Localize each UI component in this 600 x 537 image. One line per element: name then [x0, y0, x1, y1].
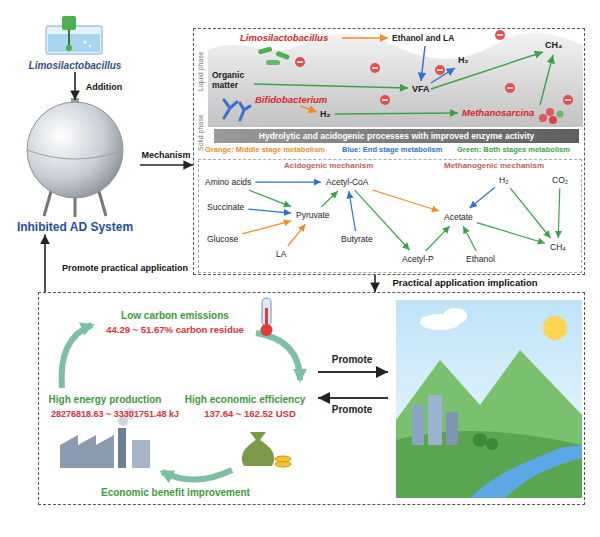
phase-label: Solid phase: [197, 114, 204, 151]
liquid-phase: [208, 32, 583, 127]
connector-arrow: [249, 190, 291, 206]
digester-sphere: [27, 98, 123, 217]
color-key: Blue: End stage metabolism: [342, 145, 442, 154]
node-title: Inhibited AD System: [10, 220, 140, 234]
connector-arrow: [463, 226, 476, 251]
landscape: [396, 300, 582, 498]
organism-name: Methanosarcina: [462, 107, 534, 118]
metabolite-name: Acetyl-CoA: [326, 177, 369, 187]
connector-arrow: [321, 191, 338, 207]
metabolite-node: Succinate: [205, 201, 246, 213]
connector-arrow: [288, 224, 306, 246]
connector-arrow: [558, 188, 560, 238]
benefit-title: High energy production: [49, 394, 162, 406]
pathway-box: Acidogenic mechanism Methanogenic mechani…: [198, 159, 582, 273]
metabolite-node: Pyruvate: [294, 209, 332, 221]
color-key: Orange: Middle stage metabolism: [205, 145, 325, 154]
connector-arrow: [373, 190, 440, 211]
metabolite-name: Glucose: [207, 234, 238, 244]
metabolite-name: Amino acids: [205, 177, 251, 187]
connector-arrow: [44, 234, 46, 292]
metabolite-name: Acetate: [444, 212, 473, 222]
connector-arrow: [242, 221, 291, 234]
thermometer-icon: [261, 298, 273, 336]
metabolite-node: Amino acids: [203, 176, 253, 188]
organism-name: Limosilactobacillus: [240, 32, 328, 43]
arrow-label: Promote: [332, 404, 373, 416]
connector-arrow: [510, 188, 550, 238]
panel-heading: Economic benefit improvement: [101, 487, 250, 499]
metabolite-node: Ethanol: [464, 253, 497, 265]
connector-arrow: [374, 275, 376, 292]
metabolite-node: Acetyl-CoA: [324, 176, 371, 188]
connector-arrow: [248, 209, 291, 213]
panel-heading: Methanogenic mechanism: [444, 161, 544, 171]
metabolite-node: CH₄: [548, 241, 568, 253]
metabolite-name: Pyruvate: [296, 210, 330, 220]
metabolite-name: Acetyl-P: [402, 254, 434, 264]
benefit-title: Low carbon emissions: [121, 310, 229, 322]
metabolite-name: Butyrate: [341, 234, 373, 244]
benefit-value: 28276818.63 ~ 33301751.48 kJ: [51, 409, 179, 420]
color-key: Green: Both stages metabolism: [457, 145, 570, 154]
arrow-label: Promote: [332, 354, 373, 366]
culture-node: Limosilactobacillus: [20, 14, 130, 72]
metabolite-node: H₂: [497, 174, 510, 186]
metabolite-name: LA: [276, 249, 286, 259]
metabolite-node: CO₂: [550, 174, 570, 186]
substrate-label: Organic matter: [212, 70, 254, 90]
connector-arrow: [74, 72, 76, 100]
band-text: Hydrolytic and acidogenic processes with…: [259, 131, 534, 141]
edge-label: Promote practical application: [60, 263, 190, 274]
gas-label: CH₄: [545, 40, 562, 51]
metabolite-name: Succinate: [207, 202, 244, 212]
connector-arrow: [349, 191, 356, 231]
product-label: Ethanol and LA: [392, 33, 454, 43]
edge-label: Practical application implication: [390, 277, 539, 288]
phase-label: Liquid phase: [197, 51, 204, 91]
flow-arrows: [254, 38, 553, 114]
metabolite-name: CO₂: [552, 175, 568, 185]
connector-arrow: [140, 164, 193, 166]
promote-arrows: [318, 372, 388, 398]
money-icon: [242, 432, 291, 467]
panel-heading: Acidogenic mechanism: [284, 161, 373, 171]
metabolite-name: Ethanol: [466, 254, 495, 264]
benefit-title: High economic efficiency: [185, 394, 306, 406]
metabolite-name: H₂: [499, 175, 508, 185]
metabolite-node: Butyrate: [339, 233, 375, 245]
organism-name: Bifidobacterium: [255, 94, 327, 105]
metabolite-node: Glucose: [205, 233, 240, 245]
culture-tank: [46, 16, 102, 54]
benefit-value: 44.29 ~ 51.67% carbon residue: [106, 324, 244, 335]
connector-arrow: [470, 187, 495, 208]
metabolite-node: Acetate: [442, 211, 475, 223]
gas-label: H₂: [458, 55, 469, 66]
benefit-value: 137.64 ~ 162.52 USD: [204, 408, 296, 419]
bacteria: [224, 46, 564, 124]
node-title: Limosilactobacillus: [20, 60, 130, 72]
connector-arrow: [255, 182, 321, 183]
edge-label: Mechanism: [139, 150, 192, 161]
enzyme-markers: [295, 30, 573, 105]
metabolite-name: CH₄: [550, 242, 566, 252]
gas-label: H₂: [320, 109, 331, 120]
connector-arrow: [426, 226, 450, 251]
metabolite-node: LA: [274, 248, 288, 260]
edge-label: Addition: [84, 82, 125, 93]
metabolite-node: Acetyl-P: [400, 253, 436, 265]
product-label: VFA: [412, 84, 430, 95]
process-band: Hydrolytic and acidogenic processes with…: [214, 129, 579, 143]
system-node: Inhibited AD System: [10, 100, 140, 234]
connector-arrow: [477, 223, 545, 244]
